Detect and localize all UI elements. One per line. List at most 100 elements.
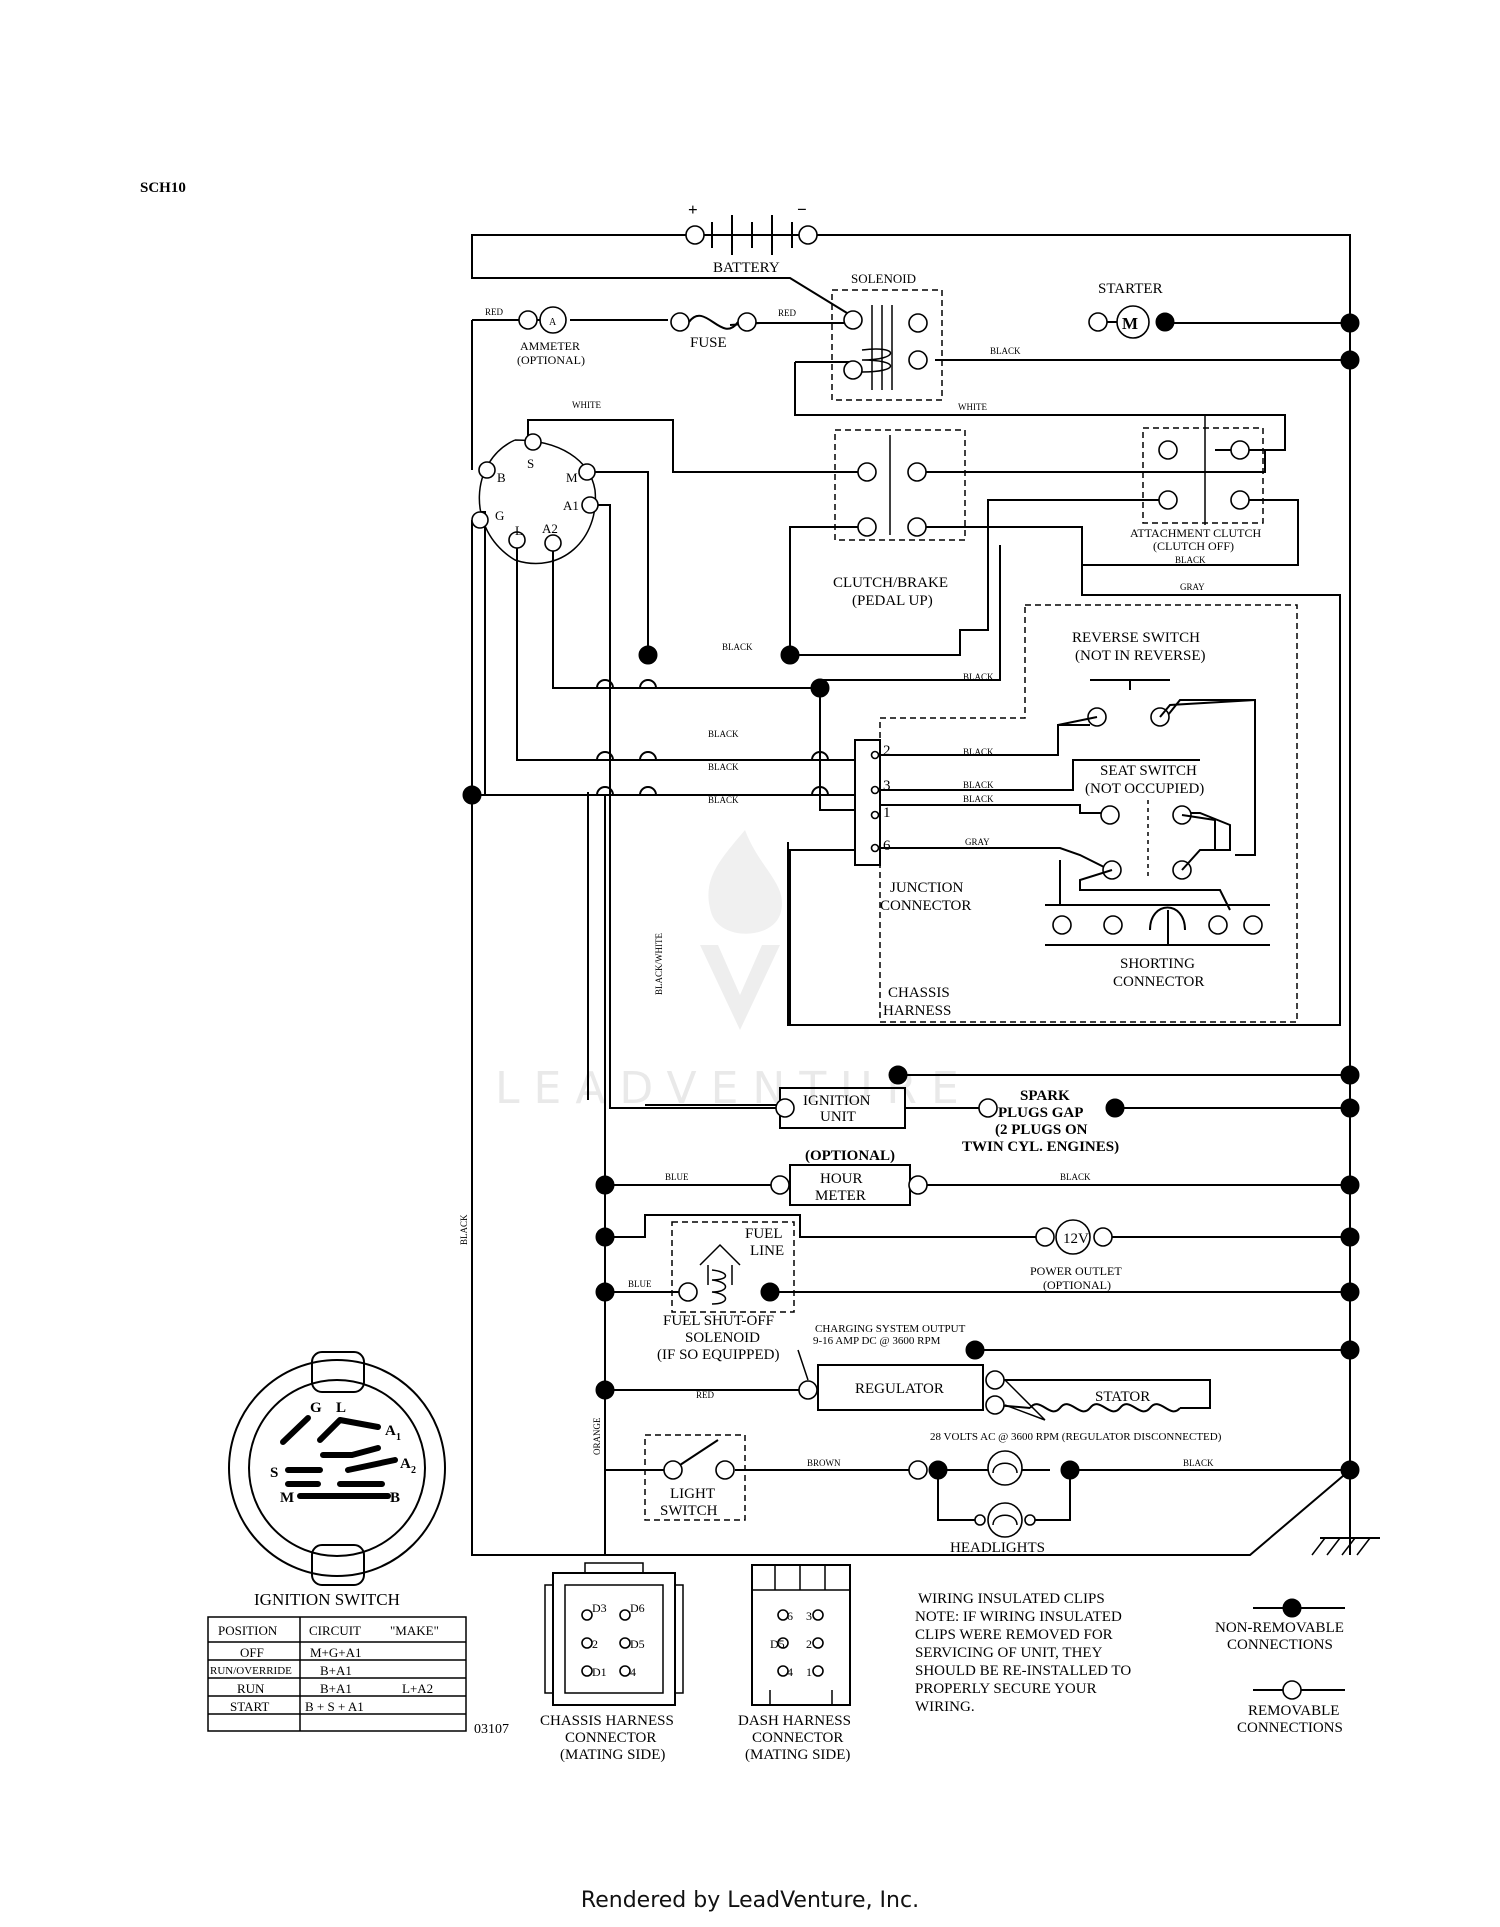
starter-motor-symbol: M — [1122, 314, 1138, 333]
reverse-switch: REVERSE SWITCH (NOT IN REVERSE) — [1057, 630, 1256, 727]
chassis-pin-2: 2 — [592, 1637, 598, 1651]
ignition-table: IGNITION SWITCH POSITION CIRCUIT "MAKE" … — [207, 1590, 467, 1732]
shorting-connector-label-2: CONNECTOR — [1113, 974, 1204, 990]
wire-black-5: BLACK — [708, 729, 739, 739]
chassis-harness-label-2: HARNESS — [883, 1003, 951, 1019]
battery-minus: − — [797, 200, 807, 219]
battery: + − BATTERY — [685, 200, 818, 276]
headlights-label: HEADLIGHTS — [950, 1540, 1045, 1556]
chassis-pin-4: 4 — [630, 1665, 636, 1679]
clutch-brake-switch: CLUTCH/BRAKE (PEDAL UP) — [833, 429, 966, 609]
face-a1-sub: 1 — [396, 1432, 401, 1443]
ignition-table-title: IGNITION SWITCH — [254, 1590, 400, 1609]
wire-black-12: BLACK — [1183, 1458, 1214, 1468]
junction-pin-3: 3 — [883, 778, 891, 794]
junction-label-2: CONNECTOR — [880, 898, 971, 914]
legend-nonremovable-1: NON-REMOVABLE — [1215, 1620, 1344, 1636]
note-line-3: CLIPS WERE REMOVED FOR — [915, 1627, 1113, 1643]
fuse-label: FUSE — [690, 335, 727, 351]
fuel-line-label-1: FUEL — [745, 1226, 783, 1242]
clutch-brake-label-2: (PEDAL UP) — [852, 593, 933, 609]
wire-black-9: BLACK — [963, 794, 994, 804]
ignition-unit: IGNITION UNIT SPARK PLUGS GAP (2 PLUGS O… — [775, 1087, 1125, 1155]
charging-label-2: 9-16 AMP DC @ 3600 RPM — [813, 1335, 941, 1347]
face-m: M — [280, 1490, 294, 1506]
spark-label-2: PLUGS GAP — [998, 1105, 1083, 1121]
fuel-solenoid-label-2: SOLENOID — [685, 1330, 760, 1346]
chassis-harness: CHASSIS HARNESS — [879, 604, 1298, 1023]
ammeter: A AMMETER (OPTIONAL) — [517, 306, 585, 367]
wire-blue-1: BLUE — [665, 1172, 689, 1182]
junction-pin-1: 1 — [883, 805, 891, 821]
hour-meter-optional: (OPTIONAL) — [805, 1148, 895, 1164]
junction-connector: 2 3 1 6 JUNCTION CONNECTOR — [854, 739, 971, 914]
footer-credit: Rendered by LeadVenture, Inc. — [580, 1888, 920, 1913]
chassis-pin-d3: D3 — [592, 1601, 607, 1615]
regulator: CHARGING SYSTEM OUTPUT 9-16 AMP DC @ 360… — [797, 1323, 1222, 1443]
charging-label-1: CHARGING SYSTEM OUTPUT — [815, 1323, 966, 1335]
wire-black-vertical: BLACK — [459, 1214, 469, 1245]
fuel-shutoff-solenoid: FUEL LINE FUEL SHUT-OFF SOLENOID (IF SO … — [657, 1221, 795, 1363]
table-row-2-circuit: B+A1 — [320, 1663, 352, 1678]
note-line-2: NOTE: IF WIRING INSULATED — [915, 1609, 1122, 1625]
ignition-switch-terminals: S M B A1 G L A2 — [471, 433, 599, 565]
dash-connector-label-1: DASH HARNESS — [738, 1713, 851, 1729]
table-row-4-position: START — [230, 1699, 269, 1714]
wire-crossovers — [596, 679, 829, 796]
reverse-switch-label-2: (NOT IN REVERSE) — [1075, 648, 1206, 664]
wire-black-2: BLACK — [1175, 555, 1206, 565]
wire-red-1: RED — [485, 307, 504, 317]
stator-note: 28 VOLTS AC @ 3600 RPM (REGULATOR DISCON… — [930, 1431, 1222, 1443]
table-row-1-position: OFF — [240, 1645, 264, 1660]
wire-brown: BROWN — [807, 1458, 841, 1468]
note-line-1: WIRING INSULATED CLIPS — [918, 1591, 1105, 1607]
spark-label-1: SPARK — [1020, 1088, 1070, 1104]
fuel-solenoid-label-1: FUEL SHUT-OFF — [663, 1313, 774, 1329]
ground-icon — [1311, 1537, 1380, 1556]
wire-white-2: WHITE — [958, 402, 987, 412]
face-s: S — [270, 1465, 278, 1481]
power-outlet: 12V POWER OUTLET (OPTIONAL) — [1030, 1219, 1122, 1292]
table-row-3-position: RUN — [237, 1681, 265, 1696]
light-switch-label-1: LIGHT — [670, 1486, 715, 1502]
hour-meter-label-2: METER — [815, 1188, 866, 1204]
wire-black-4: BLACK — [963, 672, 994, 682]
face-a1: A — [385, 1423, 396, 1439]
shorting-connector-label-1: SHORTING — [1120, 956, 1195, 972]
solenoid: SOLENOID — [831, 271, 943, 401]
junction-pin-6: 6 — [883, 838, 891, 854]
clips-note: WIRING INSULATED CLIPS NOTE: IF WIRING I… — [915, 1591, 1131, 1715]
wire-black-10: BLACK — [708, 795, 739, 805]
starter: M STARTER — [1088, 281, 1175, 339]
note-line-6: PROPERLY SECURE YOUR — [915, 1681, 1097, 1697]
stator-label: STATOR — [1095, 1389, 1150, 1405]
connection-dots — [462, 313, 1360, 1480]
chassis-pin-d1: D1 — [592, 1665, 607, 1679]
table-row-3-circuit: B+A1 — [320, 1681, 352, 1696]
ignition-switch-face: G L A 1 A 2 S M B — [228, 1351, 446, 1586]
wire-black-1: BLACK — [990, 346, 1021, 356]
chassis-connector-label-1: CHASSIS HARNESS — [540, 1713, 674, 1729]
face-a2-sub: 2 — [411, 1465, 416, 1476]
wire-red-3: RED — [696, 1390, 715, 1400]
note-line-4: SERVICING OF UNIT, THEY — [915, 1645, 1103, 1661]
hour-meter: (OPTIONAL) HOUR METER — [770, 1148, 928, 1206]
wire-red-2: RED — [778, 308, 797, 318]
dash-connector-label-2: CONNECTOR — [752, 1730, 843, 1746]
wire-black-11: BLACK — [1060, 1172, 1091, 1182]
attachment-clutch-label-1: ATTACHMENT CLUTCH — [1130, 526, 1261, 540]
diagram-code: SCH10 — [140, 180, 186, 196]
dash-pin-6: 6 — [787, 1609, 793, 1623]
chassis-connector-label-2: CONNECTOR — [565, 1730, 656, 1746]
power-outlet-label-2: (OPTIONAL) — [1043, 1278, 1111, 1292]
fuel-line-label-2: LINE — [750, 1243, 784, 1259]
wire-gray-1: GRAY — [1180, 582, 1205, 592]
face-b: B — [390, 1490, 400, 1506]
note-line-7: WIRING. — [915, 1699, 975, 1715]
terminal-a1: A1 — [563, 498, 579, 513]
table-header-make: "MAKE" — [390, 1623, 439, 1638]
dash-connector-label-3: (MATING SIDE) — [745, 1747, 850, 1763]
junction-pin-2: 2 — [883, 743, 891, 759]
wire-labels: RED RED BLACK WHITE WHITE BLACK GRAY BLA… — [459, 307, 1214, 1468]
